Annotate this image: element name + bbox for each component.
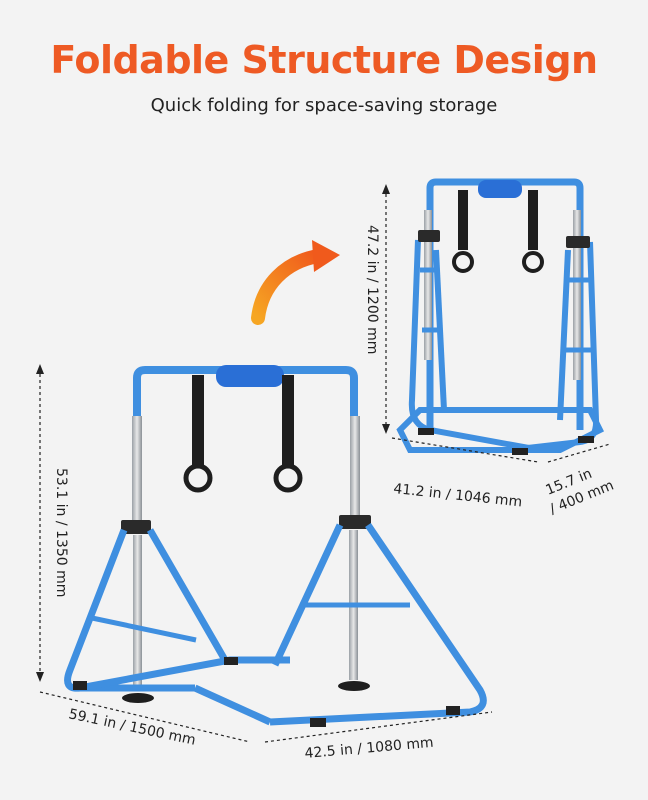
unfolded-bar [64, 365, 487, 727]
curved-arrow-icon [251, 240, 340, 325]
unfolded-width-label: 42.5 in / 1080 mm [304, 735, 434, 762]
folded-bar [396, 178, 605, 455]
dimension-arrowheads [36, 184, 390, 682]
folded-width-label: 41.2 in / 1046 mm [393, 481, 523, 510]
unfolded-height-label: 53.1 in / 1350 mm [53, 468, 69, 597]
folded-height-label: 47.2 in / 1200 mm [364, 225, 380, 354]
page-subtitle: Quick folding for space-saving storage [150, 95, 498, 116]
unfolded-depth-label: 59.1 in / 1500 mm [67, 706, 197, 749]
page-title: Foldable Structure Design [50, 38, 598, 82]
dimension-lines [39, 188, 611, 743]
